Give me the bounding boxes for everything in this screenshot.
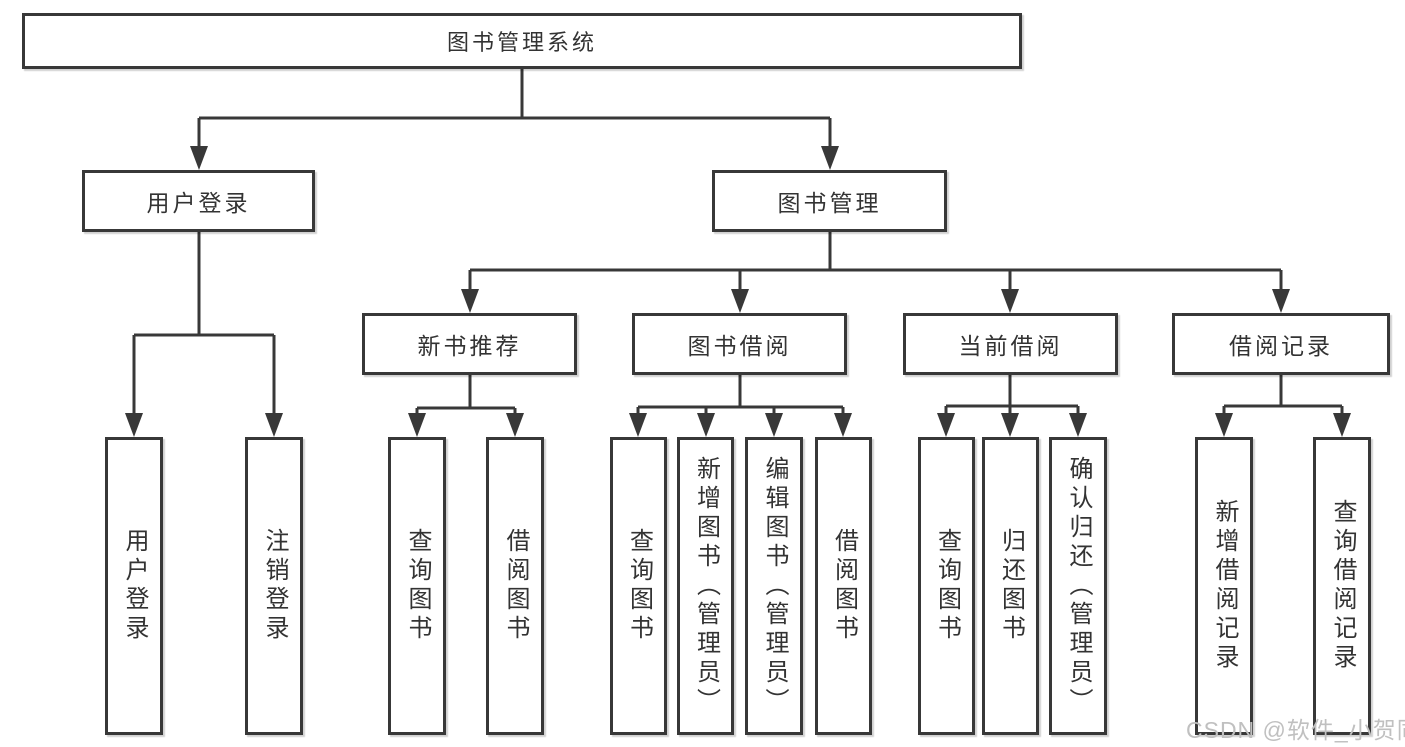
leaf-query-books-current-label: 查询图书 [933, 528, 961, 644]
edge-book-mgmt-children [468, 232, 1283, 293]
leaf-query-books-rec: 查询图书 [388, 437, 446, 735]
leaf-confirm-return-admin: 确认归还（管理员） [1049, 437, 1107, 735]
arrowhead [765, 413, 783, 437]
arrowhead [821, 146, 839, 170]
node-current-borrow-label: 当前借阅 [958, 333, 1063, 359]
arrowhead [731, 289, 749, 313]
arrowhead [1001, 289, 1019, 313]
node-new-book-recommend-label: 新书推荐 [417, 333, 522, 359]
leaf-edit-books-admin-label: 编辑图书（管理员） [761, 455, 788, 717]
node-borrow-record-label: 借阅记录 [1229, 333, 1333, 359]
edge-root-to-level2 [197, 69, 832, 150]
leaf-query-books-current: 查询图书 [918, 437, 975, 735]
node-book-borrow-label: 图书借阅 [687, 333, 792, 359]
arrowhead [1333, 413, 1351, 437]
arrowhead [125, 413, 143, 437]
leaf-add-borrow-record-label: 新增借阅记录 [1211, 499, 1238, 673]
leaf-user-login-label: 用户登录 [121, 528, 148, 644]
arrowhead [408, 413, 426, 437]
leaf-query-books-borrow-label: 查询图书 [625, 528, 653, 644]
leaf-query-books-borrow: 查询图书 [610, 437, 667, 735]
leaf-add-borrow-record: 新增借阅记录 [1195, 437, 1253, 735]
node-new-book-recommend: 新书推荐 [362, 313, 577, 375]
arrowhead [506, 413, 524, 437]
leaf-borrow-books: 借阅图书 [815, 437, 872, 735]
node-root: 图书管理系统 [22, 13, 1022, 69]
leaf-return-books-label: 归还图书 [997, 528, 1025, 644]
node-borrow-record: 借阅记录 [1172, 313, 1390, 375]
arrowhead [834, 413, 852, 437]
edge-user-login-children [132, 232, 276, 417]
node-user-login: 用户登录 [82, 170, 315, 232]
arrowhead [1001, 413, 1019, 437]
arrowhead [1272, 289, 1290, 313]
leaf-edit-books-admin: 编辑图书（管理员） [745, 437, 803, 735]
leaf-confirm-return-admin-label: 确认归还（管理员） [1065, 455, 1092, 717]
arrowhead [937, 413, 955, 437]
leaf-return-books: 归还图书 [982, 437, 1039, 735]
leaf-add-books-admin-label: 新增图书（管理员） [692, 455, 720, 717]
leaf-user-login: 用户登录 [105, 437, 163, 735]
arrowhead [1215, 413, 1233, 437]
leaf-add-books-admin: 新增图书（管理员） [677, 437, 734, 735]
node-current-borrow: 当前借阅 [903, 313, 1118, 375]
arrowhead [629, 413, 647, 437]
leaf-query-borrow-record-label: 查询借阅记录 [1329, 499, 1356, 673]
leaf-borrow-books-rec: 借阅图书 [486, 437, 544, 735]
arrowhead [461, 289, 479, 313]
node-book-management-label: 图书管理 [777, 190, 882, 216]
leaf-logout-label: 注销登录 [261, 528, 288, 644]
arrowhead [1069, 413, 1087, 437]
arrowhead [697, 413, 715, 437]
edge-new-book-rec-children [415, 375, 517, 417]
edge-book-borrow-children [636, 375, 845, 417]
node-user-login-label: 用户登录 [146, 190, 251, 216]
arrowhead [265, 413, 283, 437]
node-book-borrow: 图书借阅 [632, 313, 847, 375]
leaf-query-borrow-record: 查询借阅记录 [1313, 437, 1371, 735]
edge-current-borrow-children [944, 375, 1080, 417]
watermark: CSDN @软件_小贺同学 [1186, 717, 1405, 743]
leaf-query-books-rec-label: 查询图书 [404, 528, 431, 644]
arrowhead [190, 146, 208, 170]
node-root-label: 图书管理系统 [446, 30, 597, 55]
leaf-borrow-books-label: 借阅图书 [830, 528, 858, 644]
node-book-management: 图书管理 [712, 170, 947, 232]
leaf-logout: 注销登录 [245, 437, 303, 735]
edge-borrow-record-children [1222, 375, 1344, 417]
leaf-borrow-books-rec-label: 借阅图书 [502, 528, 529, 644]
